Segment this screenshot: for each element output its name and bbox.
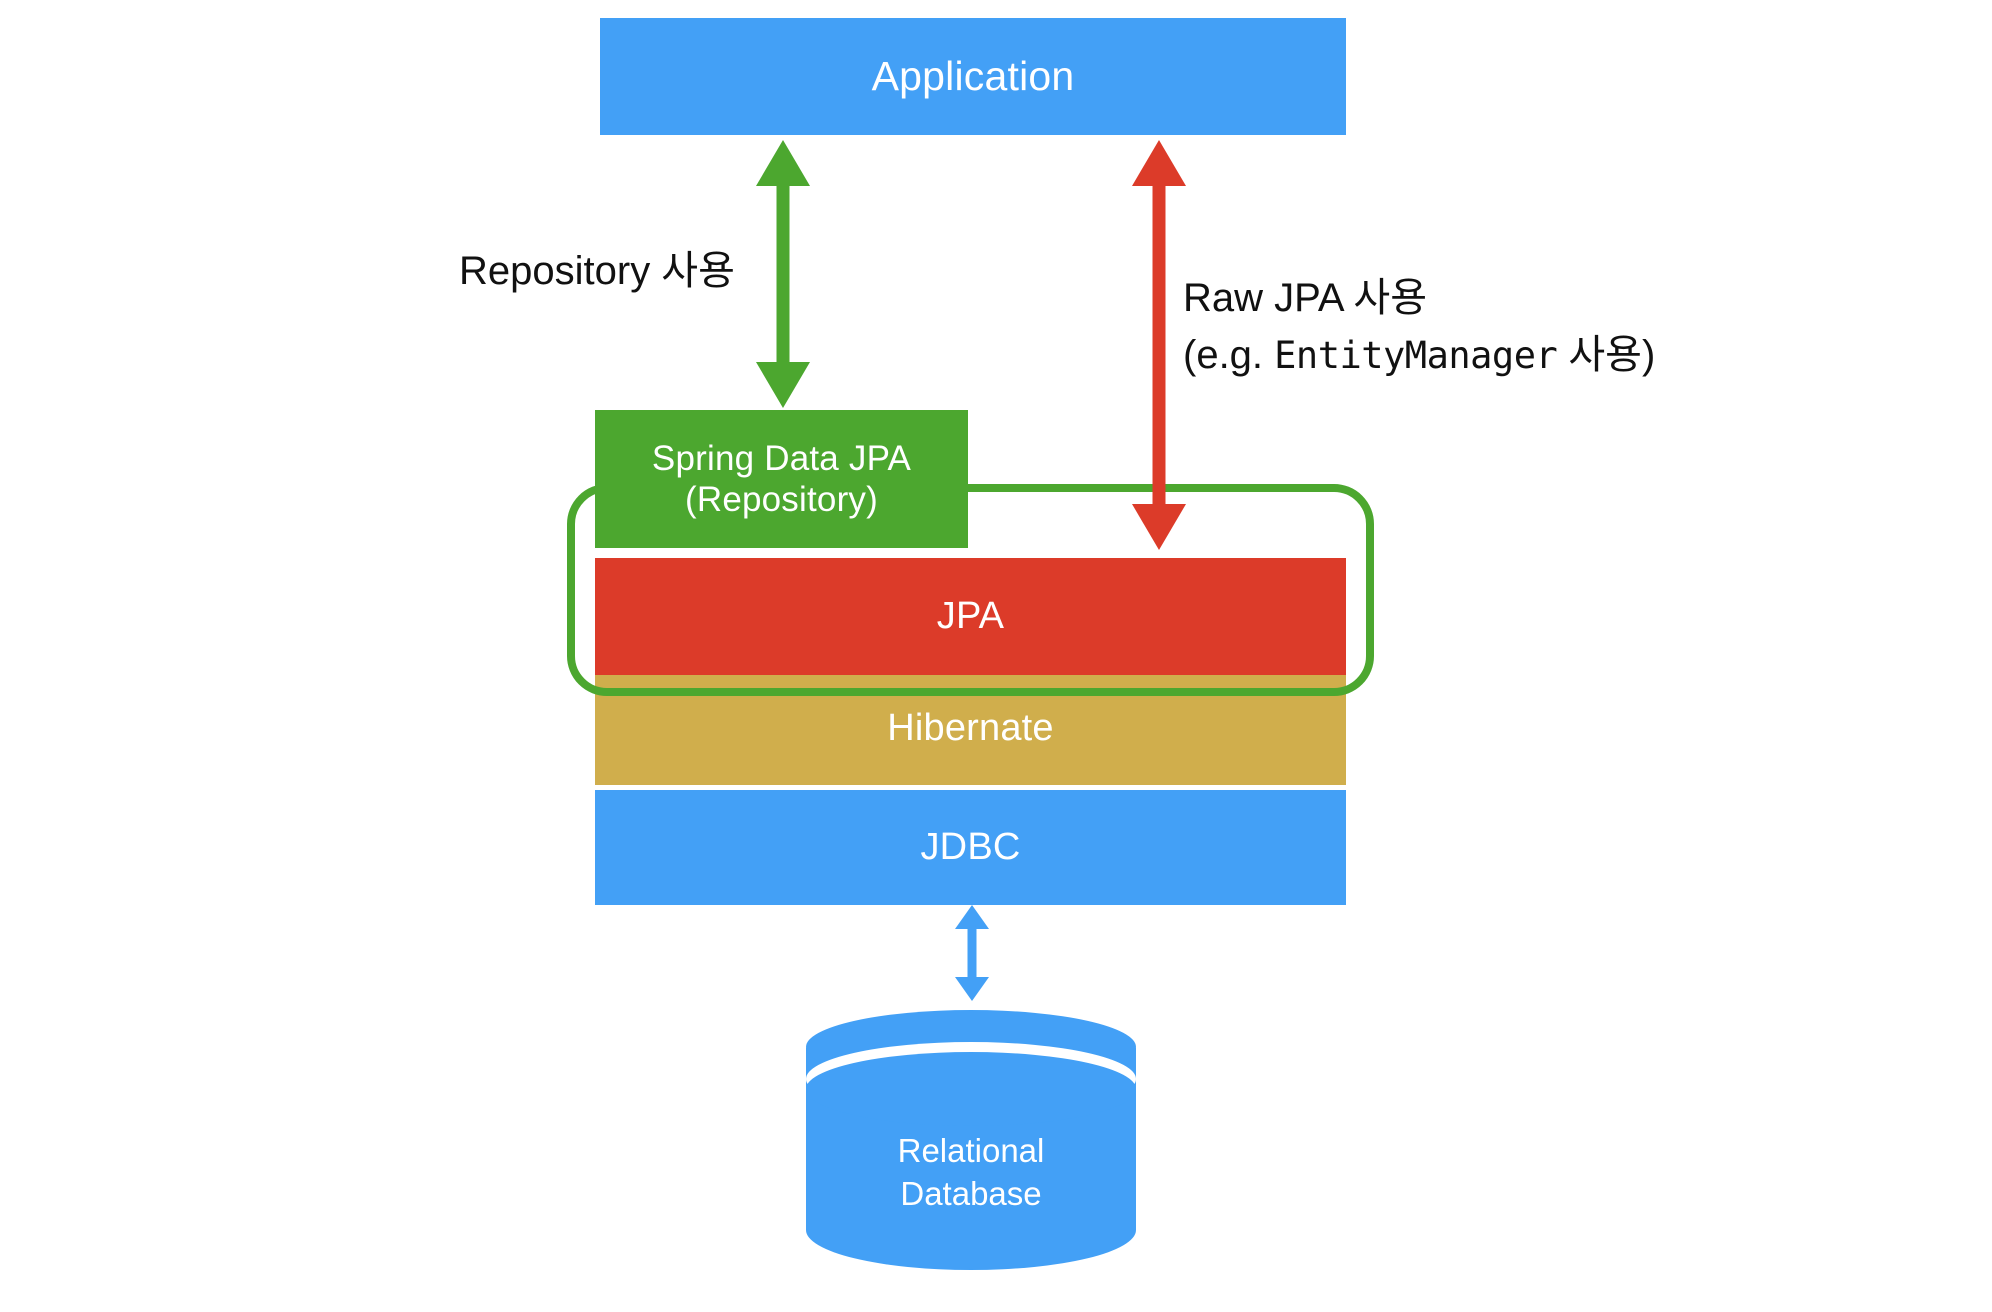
blue-double-arrow: [955, 905, 989, 1001]
green-double-arrow: [756, 140, 810, 408]
relational-database-label-line2: Database: [900, 1174, 1042, 1212]
layer-jpa: JPA: [595, 558, 1346, 675]
layer-jdbc-label: JDBC: [920, 826, 1021, 869]
layer-application-label: Application: [871, 53, 1075, 100]
label-entity-manager-code: EntityManager: [1274, 333, 1558, 377]
layer-jdbc: JDBC: [595, 790, 1346, 905]
cylinder-face-ellipse: [806, 1052, 1136, 1126]
relational-database-label-line1: Relational: [897, 1132, 1045, 1169]
red-double-arrow: [1132, 140, 1186, 550]
layer-application: Application: [600, 18, 1346, 135]
label-raw-jpa-usage-line1: Raw JPA 사용: [1183, 276, 1428, 320]
layer-spring-data-jpa-label-line1: Spring Data JPA: [651, 438, 912, 478]
label-raw-jpa-prefix: (e.g.: [1183, 332, 1275, 377]
label-repository-usage: Repository 사용: [459, 249, 735, 293]
relational-database-cylinder: Relational Database: [806, 1010, 1136, 1292]
relational-database-label: Relational Database: [806, 1130, 1136, 1216]
spring-data-jpa-scope-outline: [567, 484, 1374, 696]
layer-spring-data-jpa-label-line2: (Repository): [684, 480, 878, 519]
label-raw-jpa-usage-line2: (e.g. EntityManager 사용): [1183, 327, 1655, 384]
label-raw-jpa-usage: Raw JPA 사용 (e.g. EntityManager 사용): [1183, 270, 1655, 384]
layer-hibernate-label: Hibernate: [887, 707, 1054, 750]
layer-jpa-label: JPA: [936, 595, 1005, 638]
layer-spring-data-jpa: Spring Data JPA (Repository): [595, 410, 968, 548]
label-raw-jpa-suffix: 사용): [1557, 332, 1656, 377]
